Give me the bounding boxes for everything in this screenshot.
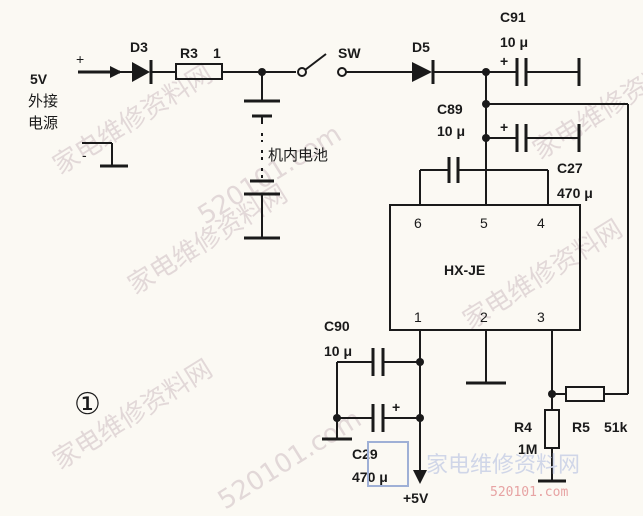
output-rail [413, 330, 427, 484]
c89-value: 10 μ [437, 123, 465, 139]
c90-value: 10 μ [324, 343, 352, 359]
ic-pin3: 3 [537, 309, 545, 325]
input-voltage-label: 5V [30, 71, 48, 87]
c91-value: 10 μ [500, 34, 528, 50]
site-logo-watermark: 家电维修资料网 520101.com [367, 441, 580, 500]
c27-value: 470 μ [557, 185, 593, 201]
c29-label: C29 [352, 446, 378, 462]
c91-label: C91 [500, 9, 526, 25]
ic-pin5: 5 [480, 215, 488, 231]
c89-plus: + [500, 119, 508, 135]
input-cn-label-1: 外接 [28, 92, 58, 110]
sw-label: SW [338, 45, 361, 61]
output-voltage-label: +5V [403, 490, 429, 506]
resistor-r5 [565, 386, 628, 402]
switch-sw [297, 53, 412, 77]
pin2-ground [466, 330, 506, 385]
r5-value: 51k [604, 419, 628, 435]
ic-pin4: 4 [537, 215, 545, 231]
r3-pin-label: 1 [213, 45, 221, 61]
capacitor-c29 [322, 404, 420, 441]
watermark-layer: 家电维修资料网 520101.com 家电维修资料网 家电维修资料网 52010… [48, 44, 643, 516]
c91-plus: + [500, 53, 508, 69]
figure-number: ① [74, 387, 101, 422]
ic-pin1: 1 [414, 309, 422, 325]
c29-plus: + [392, 399, 400, 415]
diode-d3 [120, 60, 176, 84]
d3-label: D3 [130, 39, 148, 55]
ic-pin6: 6 [414, 215, 422, 231]
d5-label: D5 [412, 39, 430, 55]
watermark-url-2: 520101.com [213, 404, 367, 516]
capacitor-c90 [336, 348, 420, 418]
resistor-r4 [538, 394, 566, 483]
capacitor-c27 [419, 157, 549, 205]
c29-value: 470 μ [352, 469, 388, 485]
c89-label: C89 [437, 101, 463, 117]
ic-pin2: 2 [480, 309, 488, 325]
battery-internal [244, 72, 280, 240]
c27-label: C27 [557, 160, 583, 176]
input-cn-label-2: 电源 [28, 114, 58, 132]
input-plus-label: + [76, 51, 84, 67]
diode-d5 [412, 60, 490, 84]
input-connector [78, 66, 128, 168]
r4-label: R4 [514, 419, 532, 435]
logo-cn-text: 家电维修资料网 [426, 453, 580, 478]
input-minus-label: - [82, 147, 87, 163]
capacitor-c89 [486, 124, 581, 152]
r5-label: R5 [572, 419, 590, 435]
c90-label: C90 [324, 318, 350, 334]
logo-url-text: 520101.com [490, 485, 568, 500]
r3-label: R3 [180, 45, 198, 61]
battery-label: 机内电池 [268, 146, 328, 164]
capacitor-c91 [486, 58, 581, 86]
ic-name: HX-JE [444, 262, 485, 278]
r4-value: 1M [518, 441, 537, 457]
pin3-feedback [548, 330, 566, 398]
